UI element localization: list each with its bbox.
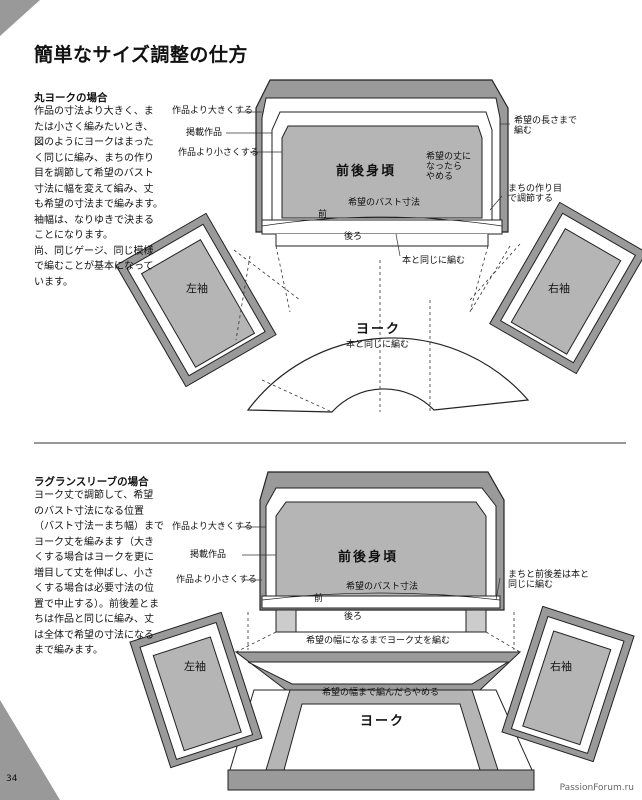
label-left-sleeve: 左袖 [186,282,208,295]
label2-yoke-stop: 希望の幅まで編んだらやめる [322,688,440,698]
label2-yoke-length: 希望の幅になるまでヨーク丈を編む [306,636,451,646]
label2-right-sleeve: 右袖 [550,660,572,673]
section1-line: います。 [34,276,73,288]
label-desired-length: 希望の丈に なったら やめる [426,152,472,182]
label2-front: 前 [314,594,324,604]
corner-decoration-top [0,0,40,36]
section2-body: ヨーク丈で調節して、希望 のバスト寸法になる位置 （バスト寸法ーまち幅）まで ヨ… [34,488,164,659]
section1-heading: 丸ヨークの場合 [34,92,108,104]
label-published: 掲載作品 [186,128,223,138]
label2-left-sleeve: 左袖 [184,660,206,673]
label2-larger: 作品より大きくする [172,522,253,532]
label-larger: 作品より大きくする [172,106,253,116]
section1-line: も希望の寸法まで編みます。 [34,199,163,210]
section1-body: 作品の寸法より大きく、ま たは小さく編みたいとき、 図のようにヨークはまった く… [34,104,163,290]
label2-yoke: ヨーク [360,714,406,729]
section1-line: 目を調節して希望のバスト [34,168,154,179]
section2-line: ヨーク丈を編みます（大き [34,536,154,548]
section1-line: たは小さく編みたいとき、 [34,121,154,133]
section1-line: 図のようにヨークはまった [34,137,154,148]
label-smaller: 作品より小さくする [178,148,259,158]
corner-decoration-bottom [0,700,60,800]
raglan-diagram [129,471,635,791]
label-back: 後ろ [344,232,363,242]
section2-line: （バスト寸法ーまち幅）まで [34,521,164,532]
label2-desired-bust: 希望のバスト寸法 [346,582,419,592]
label-same-as-body: 本と同じに編む [402,256,466,266]
label-right-sleeve: 右袖 [548,282,570,295]
page-title: 簡単なサイズ調整の仕方 [34,44,248,66]
section2-line: は全体で希望の寸法になる [34,629,154,641]
label-desired-bust: 希望のバスト寸法 [348,198,421,208]
label-front: 前 [318,210,328,220]
label2-body: 前後身頃 [338,550,399,565]
watermark: PassionForum.ru [559,783,634,793]
label-yoke: ヨーク [356,322,402,337]
label2-back: 後ろ [344,612,363,622]
section1-line: ことになります。 [34,230,113,241]
label2-published: 掲載作品 [190,550,227,560]
section2-line: 置で中止する）。前後差とま [34,598,159,610]
section1-line: 作品の寸法より大きく、ま [34,106,154,117]
section1-line: く同じに編み、まちの作り [34,152,154,164]
section2-line: 増目して丈を伸ばし、小さ [34,567,154,579]
section1-line: で編むことが基本になって [34,261,154,272]
section2-line: くする場合はヨークを更に [34,552,154,563]
label2-gusset: まちと前後差は本と 同じに編む [508,570,590,590]
section1-line: 寸法に幅を変えて編み、丈 [34,183,154,195]
label-gusset: まちの作り目 で調節する [508,184,563,204]
section2-line: のバスト寸法になる位置 [34,505,144,517]
label-desired-length-side: 希望の長さまで 編む [514,116,578,136]
section2-line: くする場合は必要寸法の位 [34,583,154,594]
label-yoke-same: 本と同じに編む [346,340,410,350]
section2-line: ヨーク丈で調節して、希望 [34,490,154,501]
page-number: 34 [6,774,18,784]
round-yoke-diagram [115,79,642,413]
section1-line: 袖幅は、なりゆきで決まる [34,214,154,226]
section1-line: 尚、同じゲージ、同じ模様 [34,245,154,257]
section2-heading: ラグランスリーブの場合 [34,476,149,488]
section2-line: ちは作品と同じに編み、丈 [34,614,154,625]
label-body: 前後身頃 [336,164,397,179]
section2-line: まで編みます。 [34,645,103,656]
label2-smaller: 作品より小さくする [176,575,257,585]
